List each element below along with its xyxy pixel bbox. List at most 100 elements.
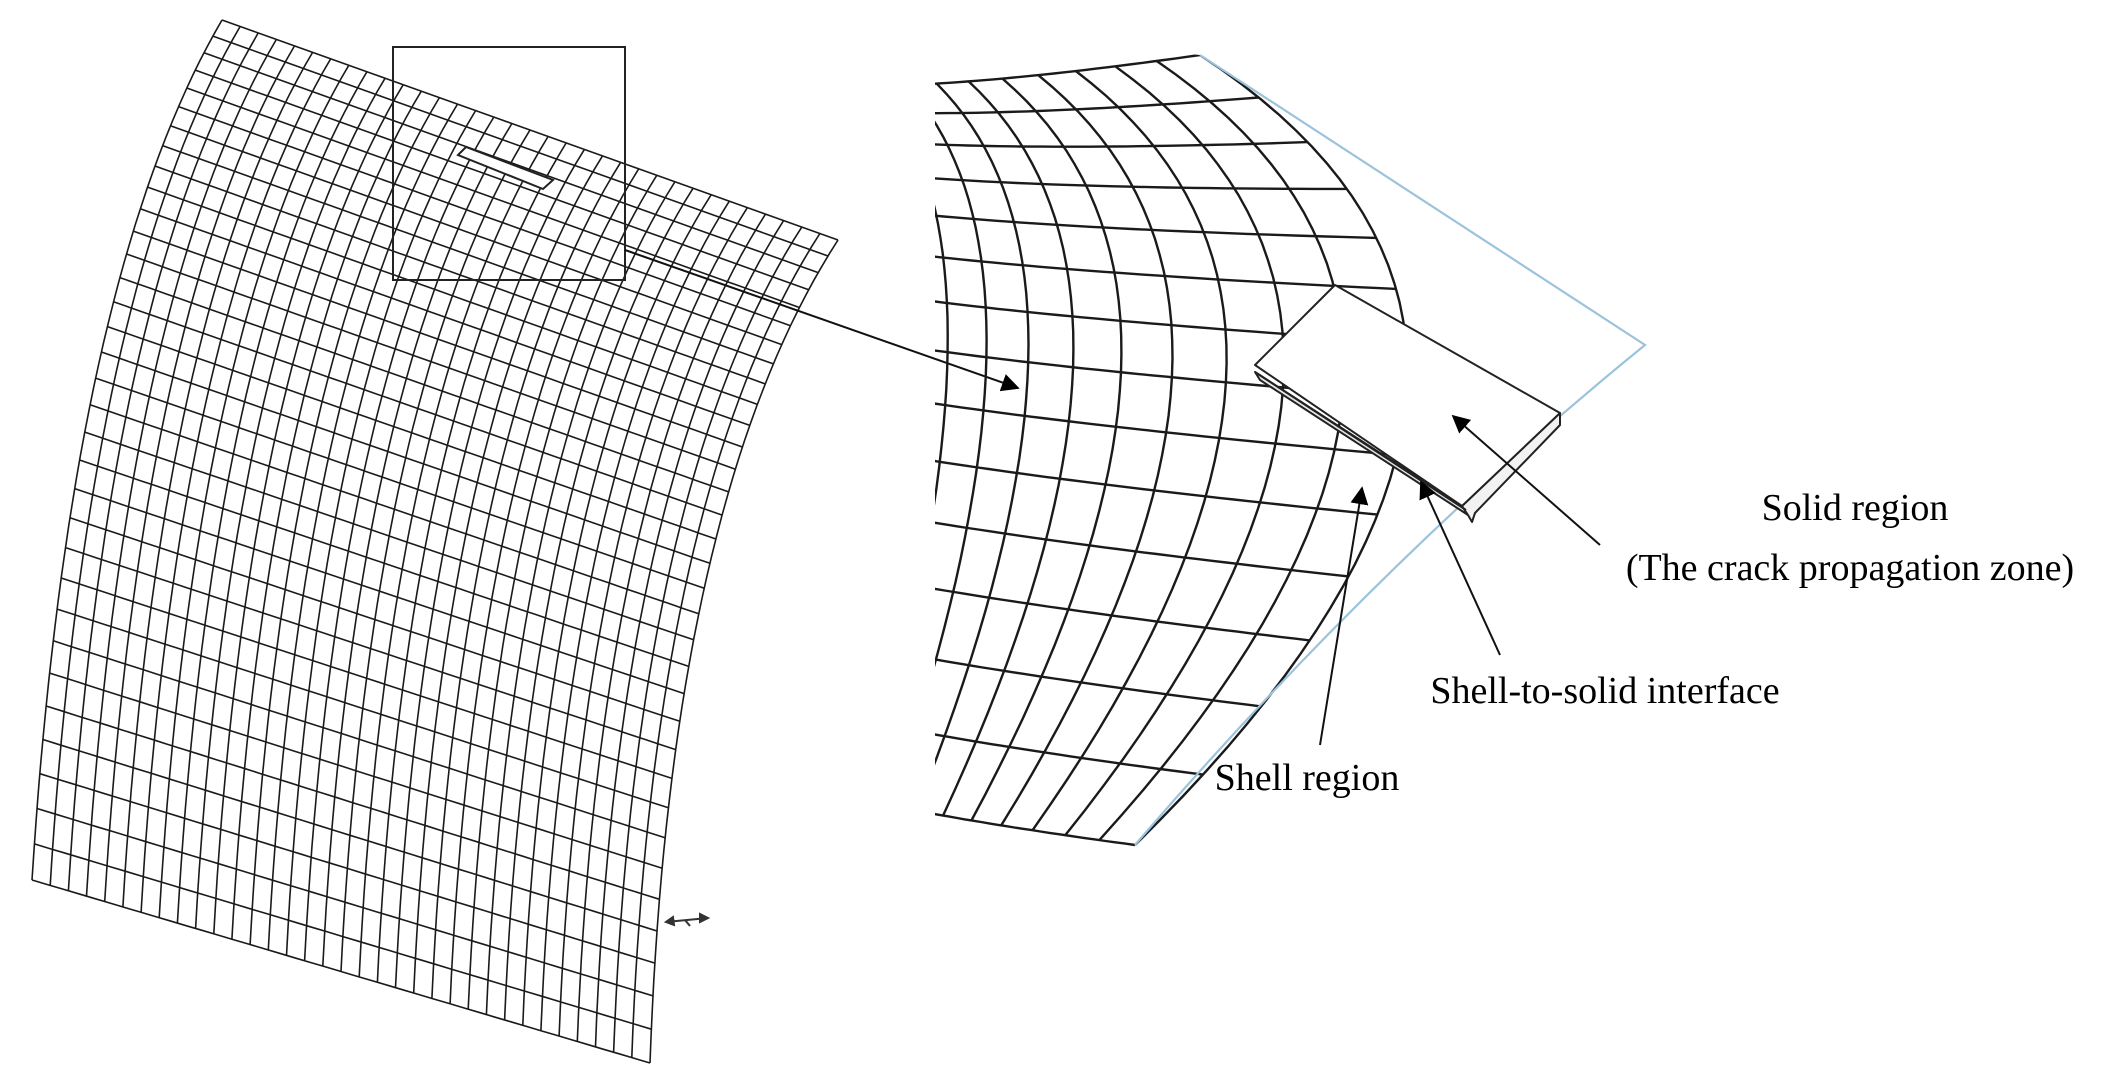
zoom-mesh-line (935, 85, 949, 802)
mesh-line-longitudinal (358, 136, 549, 977)
mesh-line-longitudinal (49, 26, 241, 886)
interface-leader (1419, 480, 1501, 656)
zoom-mesh-line (935, 449, 1378, 516)
mesh-line-longitudinal (85, 39, 278, 897)
mesh-line-circumferential (49, 672, 663, 870)
mesh-line-longitudinal (249, 97, 441, 945)
mesh-line-circumferential (113, 301, 723, 516)
mesh-line-circumferential (126, 253, 736, 470)
mesh-line-circumferential (147, 186, 758, 406)
mesh-line-longitudinal (303, 116, 495, 961)
mesh-line-circumferential (39, 772, 656, 964)
mesh-line-longitudinal (649, 239, 839, 1064)
mesh-line-longitudinal (103, 45, 296, 902)
mesh-line-longitudinal (67, 32, 259, 891)
mesh-line-longitudinal (467, 174, 658, 1010)
zoom-mesh-line (935, 573, 1310, 642)
zoom-mesh-line (970, 77, 1123, 822)
mesh-line-longitudinal (31, 19, 223, 881)
mesh-line-longitudinal (176, 71, 368, 924)
mesh-line-circumferential (42, 738, 658, 932)
triad-icon (663, 912, 711, 927)
detail-window-box (392, 46, 626, 281)
mesh-line-circumferential (56, 608, 669, 809)
mesh-line-circumferential (140, 208, 751, 427)
zoom-mesh-line (1098, 60, 1346, 841)
zoom-mesh-line (935, 96, 1259, 115)
solid-region-note-label: (The crack propagation zone) (1626, 547, 2074, 589)
mesh-line-longitudinal (158, 64, 350, 918)
mesh-line-longitudinal (122, 51, 314, 907)
mesh-line-circumferential (212, 35, 829, 257)
mesh-line-longitudinal (576, 213, 767, 1042)
mesh-line-longitudinal (267, 103, 459, 951)
mesh-line-longitudinal (540, 200, 730, 1031)
mesh-line-circumferential (36, 807, 654, 997)
zoom-arrow (624, 249, 1020, 392)
solid-region-label: Solid region (1762, 487, 1949, 529)
mesh-line-circumferential (84, 431, 694, 641)
mesh-line-longitudinal (412, 155, 604, 994)
mesh-line-longitudinal (612, 226, 803, 1053)
mesh-line-longitudinal (558, 207, 749, 1037)
zoom-mesh-line (844, 86, 912, 796)
zoom-mesh-line (935, 509, 1349, 578)
mesh-line-longitudinal (631, 233, 821, 1058)
mesh-line-circumferential (119, 276, 729, 493)
mesh-line-circumferential (203, 52, 819, 274)
zoom-mesh-line (935, 713, 1204, 776)
zoom-mesh-line (935, 789, 1136, 847)
mesh-line-circumferential (162, 144, 774, 365)
mesh-line-longitudinal (431, 161, 622, 999)
mesh-line-circumferential (133, 230, 743, 448)
zoom-mesh-line (935, 82, 1030, 812)
solid-patch-overview (456, 145, 555, 191)
mesh-line-longitudinal (231, 90, 422, 940)
solid-block (1254, 284, 1561, 523)
mesh-line-longitudinal (340, 129, 531, 972)
zoom-mesh-line (935, 248, 1397, 291)
zoom-mesh-line (935, 641, 1262, 708)
shell-mesh-overview (31, 19, 839, 1064)
shell-region-label: Shell region (1215, 757, 1400, 799)
mesh-line-longitudinal (376, 142, 567, 983)
mesh-line-longitudinal (285, 110, 477, 956)
mesh-line-circumferential (95, 377, 705, 590)
mesh-line-longitudinal (594, 220, 785, 1047)
mesh-line-circumferential (195, 69, 809, 291)
zoom-mesh-line (935, 53, 1201, 88)
mesh-line-circumferential (221, 19, 839, 241)
zoom-mesh-line (935, 138, 1308, 148)
mesh-line-circumferential (107, 325, 717, 540)
mesh-line-longitudinal (394, 148, 586, 988)
mesh-line-circumferential (89, 404, 700, 615)
mesh-line-circumferential (31, 879, 651, 1064)
solid-region-leader (1451, 414, 1601, 546)
mesh-line-circumferential (69, 517, 681, 723)
zoom-mesh-line (935, 207, 1377, 240)
solid-block-top-face (1254, 284, 1561, 507)
mesh-line-longitudinal (194, 77, 386, 929)
mesh-line-longitudinal (503, 187, 694, 1020)
interface-label: Shell-to-solid interface (1430, 670, 1779, 712)
mesh-line-longitudinal (485, 181, 676, 1015)
mesh-line-longitudinal (522, 194, 712, 1026)
zoom-mesh-line (935, 84, 988, 807)
mesh-line-longitudinal (213, 84, 404, 934)
mesh-line-circumferential (45, 705, 660, 901)
zoom-mesh-line (935, 171, 1347, 191)
shell-boundary-edge (1134, 54, 1647, 846)
mesh-line-circumferential (65, 546, 676, 751)
mesh-line-circumferential (34, 843, 652, 1030)
mesh-line-circumferential (178, 105, 791, 327)
mesh-line-circumferential (53, 640, 666, 839)
zoomed-mesh-detail (823, 53, 1409, 847)
mesh-line-circumferential (186, 87, 800, 309)
zoom-mesh-line (823, 86, 879, 791)
zoom-mesh-line (942, 80, 1075, 816)
mesh-line-longitudinal (449, 168, 640, 1004)
mesh-line-circumferential (154, 165, 766, 385)
zoom-mesh-line (935, 393, 1397, 457)
mesh-line-circumferential (101, 351, 711, 565)
